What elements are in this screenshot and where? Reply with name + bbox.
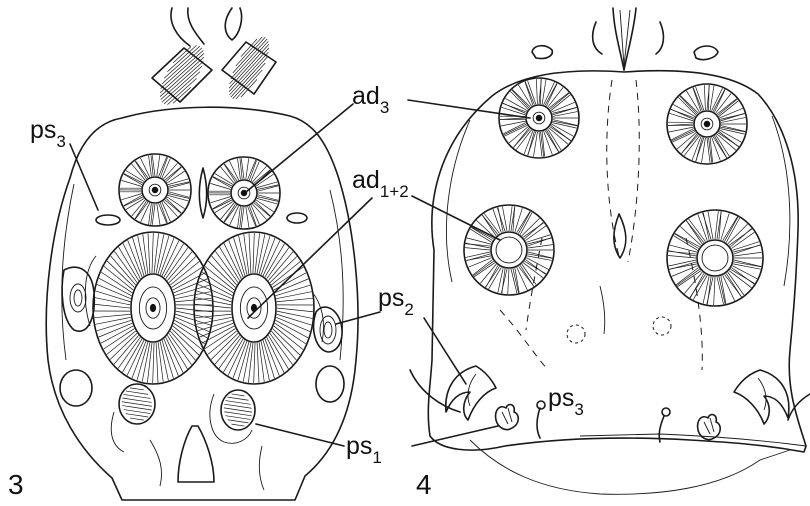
body-lower-outline [470, 440, 790, 494]
seta-top [188, 8, 204, 44]
leader-ad3-fig4 [408, 100, 530, 118]
socket [287, 213, 307, 223]
label-ad1-2: ad1+2 [352, 166, 409, 201]
lower-sclerite [316, 366, 344, 402]
socket-outline [111, 412, 124, 452]
genital-disc-left [93, 232, 213, 384]
internal-dashed-line [607, 80, 620, 260]
median-sclerite [199, 168, 207, 218]
leader-ps1-fig4 [412, 426, 498, 446]
seta [593, 22, 602, 54]
figure-number-3: 3 [8, 469, 24, 500]
ps2-socket-right [314, 307, 342, 352]
label-ps3-left: ps3 [30, 116, 66, 151]
seta-socket [694, 46, 718, 60]
upper-segment-left [152, 45, 212, 104]
upper-segment-right [222, 37, 276, 99]
ps3-seta-left [537, 408, 540, 438]
ps3-socket [96, 215, 120, 225]
ps1-tuft-left [496, 405, 519, 430]
label-ps1: ps1 [346, 432, 382, 467]
claw-seta [410, 370, 460, 412]
label-ad3: ad3 [352, 82, 389, 117]
ps3-seta-socket [662, 408, 670, 416]
lower-sclerite [60, 370, 92, 406]
figure-4-drawing [410, 8, 810, 494]
anal-plate [178, 426, 214, 482]
median-line [600, 286, 605, 334]
ps2-claw-left [446, 366, 496, 420]
figure-number-4: 4 [416, 469, 432, 500]
ventral-line [259, 446, 264, 490]
ps1-socket-left [119, 384, 155, 424]
internal-dashed-line [628, 80, 639, 262]
ps2-claw-right [734, 370, 789, 424]
leader-ps3 [70, 144, 98, 210]
side-contour [772, 116, 790, 286]
ps2-socket-left [62, 267, 94, 331]
seta [656, 22, 663, 54]
ps1-tuft-right [698, 415, 721, 440]
label-ps3-right: ps3 [548, 384, 584, 419]
ad3-disc-left [119, 154, 191, 226]
body-inner-edge [330, 190, 343, 360]
seta-socket [532, 46, 552, 59]
ad1-2-disc-right [667, 210, 763, 306]
claw-seta [788, 394, 810, 420]
pore [567, 325, 585, 343]
ps1-socket-right [221, 390, 255, 430]
side-contour [446, 120, 470, 282]
leader-ad12-fig3 [248, 198, 372, 318]
leader-ps1-fig3 [256, 424, 344, 446]
figure-3-drawing [46, 8, 358, 500]
genital-disc-right [194, 232, 314, 384]
ventral-line [150, 440, 162, 486]
seta-top [225, 8, 241, 40]
ad3-disc-left [499, 78, 579, 158]
ps3-seta-socket [537, 401, 545, 409]
leader-ad3-fig3 [246, 104, 353, 192]
internal-dashed-line [500, 310, 548, 370]
label-ps2: ps2 [378, 284, 414, 319]
ad3-disc-right [208, 157, 280, 229]
midline-top [624, 8, 636, 70]
leader-ad12-fig4 [412, 196, 500, 240]
pore [653, 317, 671, 335]
ad1-2-disc-left [464, 205, 554, 295]
ad3-disc-right [667, 84, 747, 164]
median-sclerite [614, 214, 626, 258]
